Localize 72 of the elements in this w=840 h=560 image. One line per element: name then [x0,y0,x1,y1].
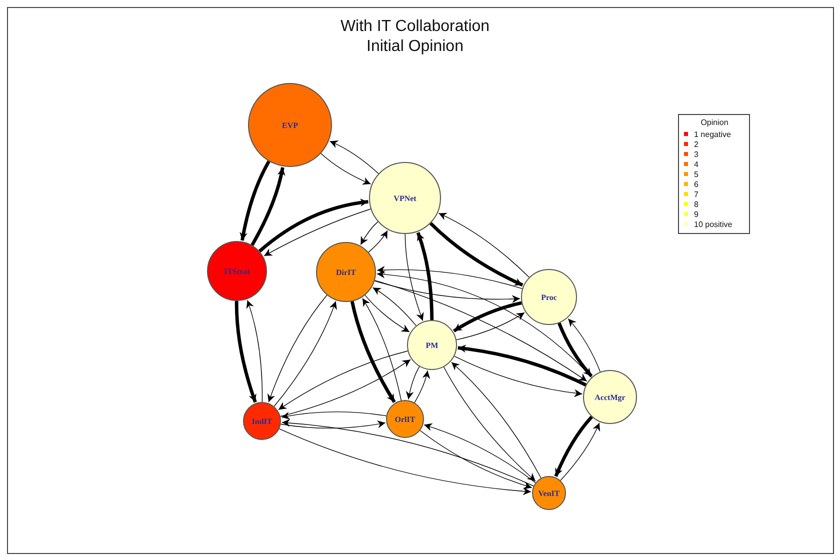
legend-text: 9 [694,210,698,218]
legend-text: 7 [694,190,698,198]
arrow [568,318,601,372]
arrow [376,266,523,290]
arrow [281,411,387,420]
arrow [458,344,587,387]
legend-text: 8 [694,200,698,208]
arrow [240,160,270,241]
opinion-circle [583,370,637,424]
arrow [453,301,522,332]
node-label: VenIT [538,488,560,498]
arrow [234,301,257,403]
opinion-circle [369,162,441,234]
node-label: Proc [541,292,557,302]
arrow [362,298,402,401]
arrow [374,280,520,303]
node-label: EVP [282,120,298,130]
arrow [429,222,524,287]
arrow [246,300,263,402]
arrow [329,140,379,174]
arrow [250,167,286,246]
arrow [278,428,532,496]
legend-text: 2 [694,140,698,148]
node-label: OrlIT [394,414,416,424]
opinion-circle [407,320,457,370]
opinion-circle [521,269,577,325]
arrow [274,300,337,407]
arrow [404,234,424,322]
arrow [280,359,411,417]
node-label: AcctMgr [594,392,626,402]
arrow [558,322,593,378]
arrow [554,416,593,477]
legend-text: 6 [694,180,698,188]
arrow [268,294,328,402]
arrow [320,153,372,185]
opinion-circle [532,476,566,510]
legend-title: Opinion [700,118,730,127]
arrow [560,422,600,481]
arrow [368,230,388,253]
arrow [360,221,378,246]
node-label: ITStrat [224,266,250,276]
arrow [364,294,410,332]
arrow [443,366,536,482]
arrow [414,370,430,403]
arrow [278,350,408,410]
arrow [372,287,416,326]
arrow [420,430,532,490]
opinion-circle [316,242,376,302]
arrow [258,198,368,252]
legend-text: 3 [694,150,698,158]
arrow [456,312,525,340]
opinion-circle [243,402,281,440]
legend-text: 5 [694,170,698,178]
arrow [438,212,530,278]
arrow [451,362,542,478]
node-label: PM [426,340,438,350]
arrow [454,356,583,397]
legend-text: 10 positive [694,220,732,228]
arrow [406,366,420,400]
legend-text: 1 negative [694,130,731,138]
arrow [350,301,396,403]
arrow [424,423,536,484]
arrow [264,208,372,256]
node-label: VPNet [394,194,416,202]
diagram-title: With IT Collaboration Initial Opinion [339,17,491,57]
arrow [282,419,534,486]
node-label: DirIT [336,268,356,276]
arrow [280,420,386,429]
node-label: IndIT [252,416,272,426]
legend-text: 4 [694,160,698,168]
arrow [416,232,434,320]
opinion-circle [386,400,424,438]
